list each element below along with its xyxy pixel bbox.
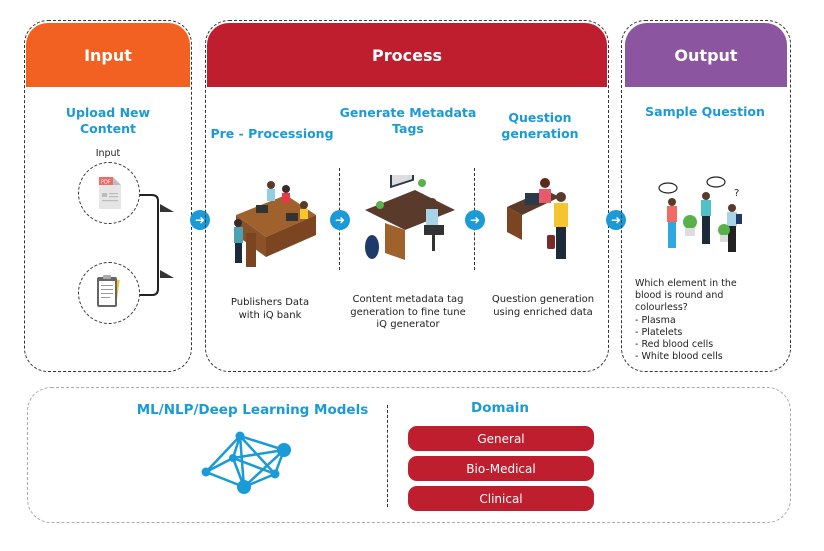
step-title-metadata: Generate Metadata Tags — [339, 105, 477, 136]
pdf-file-icon: PDF — [99, 177, 121, 209]
models-title: ML/NLP/Deep Learning Models — [136, 402, 369, 418]
output-title: Sample Question — [645, 104, 765, 119]
divider — [387, 405, 388, 507]
step-desc-metadata: Content metadata tag generation to fine … — [350, 294, 466, 330]
svg-text:?: ? — [734, 188, 739, 199]
clipboard-icon — [97, 275, 120, 307]
input-icon-label: Input — [95, 148, 121, 159]
input-connector — [140, 194, 174, 296]
step-title-question-generation: Question generation — [501, 110, 579, 141]
output-panel — [621, 20, 791, 372]
input-panel — [24, 20, 192, 372]
input-title: Upload New Content — [65, 105, 151, 136]
publishers-office-illustration — [234, 181, 316, 267]
domain-item-general: General — [408, 426, 594, 451]
answer-option: - Platelets — [635, 327, 683, 338]
sample-question-text: Which element in the blood is round and … — [635, 278, 737, 313]
output-header: Output — [625, 23, 787, 87]
neural-network-icon — [201, 431, 291, 494]
svg-text:PDF: PDF — [101, 180, 111, 186]
question-generation-illustration — [507, 178, 568, 259]
discussion-people-illustration: ? — [658, 176, 742, 252]
document-circle — [78, 262, 140, 324]
metadata-desk-illustration — [365, 175, 455, 260]
arrow-icon: ➜ — [330, 210, 350, 230]
domain-title: Domain — [471, 400, 529, 416]
answer-option: - Red blood cells — [635, 339, 714, 350]
step-title-preprocessing: Pre - Processiong — [210, 126, 334, 141]
process-panel — [205, 20, 609, 372]
process-header: Process — [207, 23, 607, 87]
answer-option: - White blood cells — [635, 351, 723, 362]
models-domain-panel — [27, 387, 791, 523]
domain-item-bio-medical: Bio-Medical — [408, 456, 594, 481]
domain-item-clinical: Clinical — [408, 486, 594, 511]
step-desc-question-generation: Question generation using enriched data — [491, 294, 595, 318]
pdf-circle: PDF — [78, 162, 140, 224]
input-header: Input — [26, 23, 190, 87]
arrow-icon: ➜ — [465, 210, 485, 230]
step-desc-preprocessing: Publishers Data with iQ bank — [230, 297, 310, 321]
answer-option: - Plasma — [635, 315, 676, 326]
